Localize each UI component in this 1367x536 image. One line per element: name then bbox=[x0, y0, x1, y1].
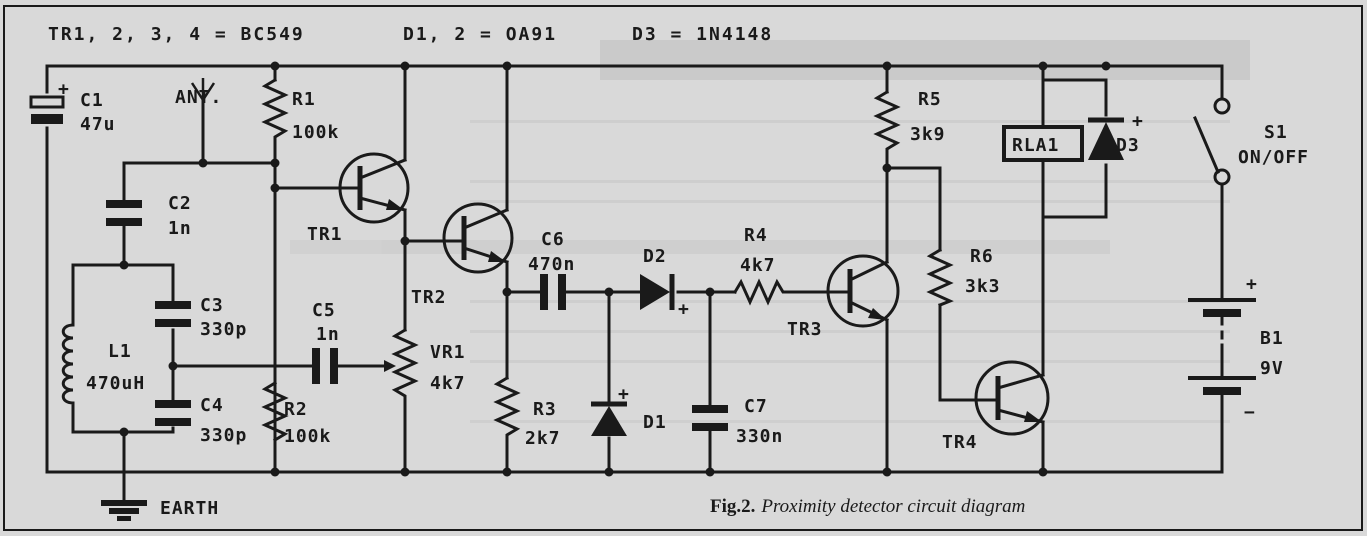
c2-capacitor bbox=[106, 200, 142, 226]
c3-capacitor bbox=[155, 301, 191, 327]
r6-ref-label: R6 bbox=[970, 246, 994, 267]
r6-resistor bbox=[926, 247, 954, 307]
tr3-transistor bbox=[824, 254, 900, 328]
b1-ref-label: B1 bbox=[1260, 328, 1284, 349]
c1-ref-label: C1 bbox=[80, 90, 104, 111]
r2-ref-label: R2 bbox=[284, 399, 308, 420]
c6-capacitor bbox=[540, 274, 566, 310]
tr2-transistor bbox=[442, 202, 514, 274]
c7-ref-label: C7 bbox=[744, 396, 768, 417]
c2-ref-label: C2 bbox=[168, 193, 192, 214]
d1-diode: + bbox=[591, 384, 630, 436]
r1-ref-label: R1 bbox=[292, 89, 316, 110]
earth-symbol bbox=[101, 500, 147, 521]
rla1-label: RLA1 bbox=[1012, 135, 1059, 156]
c7-capacitor bbox=[692, 405, 728, 431]
frame-border bbox=[3, 5, 1363, 531]
c6-ref-label: C6 bbox=[541, 229, 565, 250]
r2-resistor bbox=[261, 278, 289, 443]
s1-ref-label: S1 bbox=[1264, 122, 1288, 143]
d3-ref-label: D3 bbox=[1116, 135, 1140, 156]
tr4-transistor bbox=[973, 360, 1050, 436]
c1-value-label: 47u bbox=[80, 114, 116, 135]
ant-label: ANT. bbox=[175, 87, 222, 108]
r4-ref-label: R4 bbox=[744, 225, 768, 246]
background-bleed bbox=[290, 40, 1250, 423]
vr1-value-label: 4k7 bbox=[430, 373, 466, 394]
r2-value-label: 100k bbox=[284, 426, 331, 447]
c4-capacitor bbox=[155, 400, 191, 426]
r5-ref-label: R5 bbox=[918, 89, 942, 110]
r5-value-label: 3k9 bbox=[910, 124, 946, 145]
r1-value-label: 100k bbox=[292, 122, 339, 143]
d3-diode: + bbox=[1088, 111, 1144, 160]
l1-ref-label: L1 bbox=[108, 341, 132, 362]
svg-text:+: + bbox=[678, 299, 690, 320]
r4-resistor bbox=[732, 278, 789, 306]
tr1-transistor bbox=[338, 152, 410, 224]
figure-caption: Fig.2.Proximity detector circuit diagram bbox=[710, 496, 1025, 517]
b1-minus-sign: − bbox=[1244, 402, 1256, 423]
s1-value-label: ON/OFF bbox=[1238, 147, 1309, 168]
r3-value-label: 2k7 bbox=[525, 428, 561, 449]
s1-switch bbox=[1193, 97, 1231, 186]
c4-value-label: 330p bbox=[200, 425, 247, 446]
r5-resistor bbox=[873, 89, 901, 152]
l1-inductor bbox=[61, 323, 75, 410]
d1-ref-label: D1 bbox=[643, 412, 667, 433]
caption-text: Proximity detector circuit diagram bbox=[760, 496, 1025, 517]
c5-value-label: 1n bbox=[316, 324, 340, 345]
diode-d12-type-note: D1, 2 = OA91 bbox=[403, 24, 557, 45]
r4-value-label: 4k7 bbox=[740, 255, 776, 276]
svg-text:+: + bbox=[58, 79, 70, 100]
tr1-label: TR1 bbox=[307, 224, 343, 245]
c5-ref-label: C5 bbox=[312, 300, 336, 321]
c5-capacitor bbox=[312, 348, 338, 384]
b1-value-label: 9V bbox=[1260, 358, 1284, 379]
tr3-label: TR3 bbox=[787, 319, 823, 340]
r3-ref-label: R3 bbox=[533, 399, 557, 420]
r1-resistor bbox=[261, 77, 289, 144]
c1-capacitor: + bbox=[29, 79, 70, 124]
d2-ref-label: D2 bbox=[643, 246, 667, 267]
antenna-symbol bbox=[190, 78, 216, 101]
b1-plus-sign: + bbox=[1246, 274, 1258, 295]
c3-value-label: 330p bbox=[200, 319, 247, 340]
c7-value-label: 330n bbox=[736, 426, 783, 447]
c3-ref-label: C3 bbox=[200, 295, 224, 316]
svg-text:+: + bbox=[618, 384, 630, 405]
vr1-ref-label: VR1 bbox=[430, 342, 466, 363]
earth-label: EARTH bbox=[160, 498, 219, 519]
l1-value-label: 470uH bbox=[86, 373, 145, 394]
r6-value-label: 3k3 bbox=[965, 276, 1001, 297]
r3-resistor bbox=[493, 375, 521, 442]
c6-value-label: 470n bbox=[528, 254, 575, 275]
vr1-potentiometer bbox=[384, 327, 419, 404]
tr4-label: TR4 bbox=[942, 432, 978, 453]
d2-diode: + bbox=[640, 274, 690, 320]
svg-text:+: + bbox=[1132, 111, 1144, 132]
wires bbox=[45, 64, 1224, 505]
tr2-label: TR2 bbox=[411, 287, 447, 308]
c2-value-label: 1n bbox=[168, 218, 192, 239]
b1-battery bbox=[1188, 298, 1256, 402]
rla1-relay-coil bbox=[1002, 125, 1084, 162]
caption-label: Fig.2. bbox=[710, 496, 755, 517]
transistor-type-note: TR1, 2, 3, 4 = BC549 bbox=[48, 24, 305, 45]
diode-d3-type-note: D3 = 1N4148 bbox=[632, 24, 773, 45]
c4-ref-label: C4 bbox=[200, 395, 224, 416]
junction-dots bbox=[119, 61, 1111, 477]
